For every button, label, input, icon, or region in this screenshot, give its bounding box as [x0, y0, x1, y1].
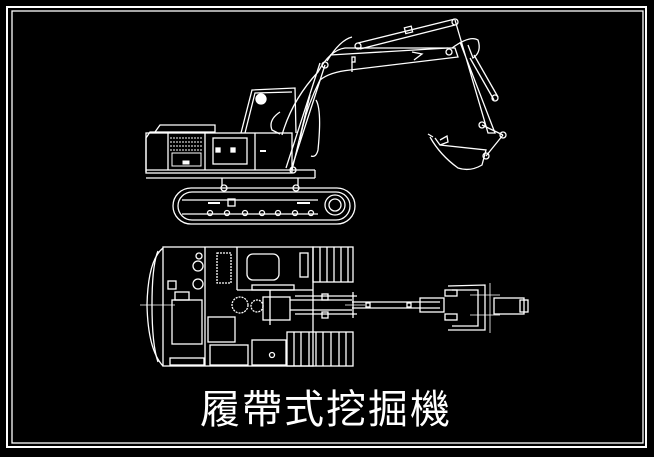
track-rollers	[206, 209, 315, 217]
arm	[451, 19, 507, 160]
engine-grille	[170, 137, 203, 167]
top-tracks	[286, 246, 354, 367]
excavator-side-view	[145, 18, 507, 225]
top-arm	[345, 292, 445, 318]
boom-cylinder	[285, 61, 329, 174]
boom	[281, 36, 459, 141]
upper-structure	[145, 87, 316, 179]
operator-seat	[246, 253, 280, 281]
arm-cylinder	[354, 18, 459, 50]
bucket	[427, 133, 487, 171]
drawing-border	[6, 6, 647, 448]
excavator-top-view	[140, 246, 529, 367]
track-assembly	[172, 178, 356, 225]
drawing-title: 履帶式挖掘機	[200, 387, 452, 433]
top-bucket	[444, 283, 529, 333]
